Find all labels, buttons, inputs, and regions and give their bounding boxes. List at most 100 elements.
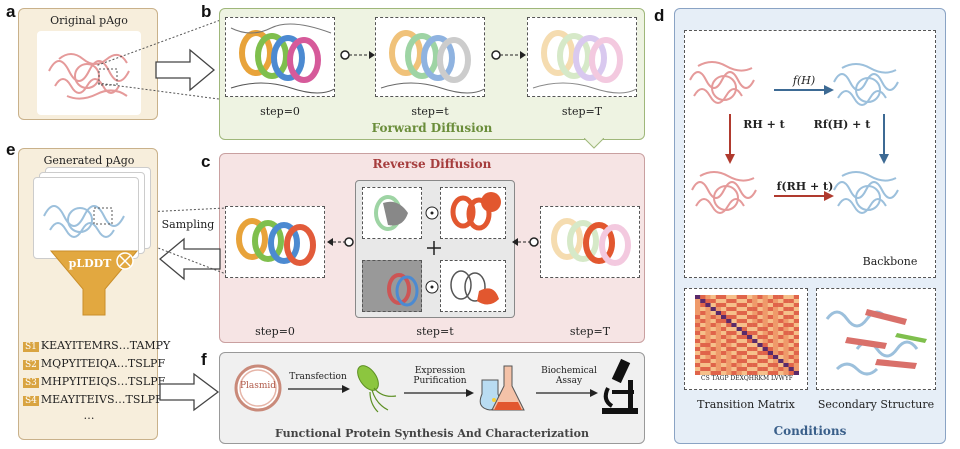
matrix-cell	[726, 303, 732, 308]
matrix-cell	[700, 335, 706, 340]
matrix-cell	[705, 355, 711, 360]
matrix-cell	[736, 347, 742, 352]
matrix-cell	[793, 355, 799, 360]
reverse-step0-thumb	[225, 206, 325, 278]
protein-blue-top-icon	[833, 63, 899, 106]
matrix-cell	[757, 351, 763, 356]
matrix-cell	[700, 331, 706, 336]
matrix-cell	[788, 351, 794, 356]
matrix-cell	[767, 339, 774, 344]
flask-icon	[479, 365, 525, 411]
matrix-cell	[705, 327, 711, 332]
matrix-cell	[773, 323, 779, 328]
reverse-mask-top-right	[440, 187, 506, 239]
matrix-cell	[695, 339, 701, 344]
eq-top: f(H)	[792, 74, 816, 87]
conditions-title: Conditions	[773, 424, 847, 438]
matrix-cell	[783, 323, 789, 328]
matrix-cell	[715, 319, 722, 324]
matrix-cell	[710, 367, 716, 372]
matrix-cell	[705, 311, 711, 316]
matrix-cell	[726, 331, 732, 336]
matrix-cell	[726, 335, 732, 340]
matrix-cell	[778, 351, 784, 356]
forward-step0-label: step=0	[260, 105, 300, 118]
matrix-cell	[695, 355, 701, 360]
panel-letter-f: f	[201, 350, 207, 369]
microscope-icon	[602, 358, 638, 414]
matrix-cell	[752, 371, 758, 375]
biochemical-label: Biochemical	[541, 366, 597, 376]
panel-letter-b: b	[201, 2, 212, 21]
matrix-cell	[695, 315, 701, 320]
matrix-cell	[721, 367, 727, 372]
matrix-cell	[773, 335, 779, 340]
matrix-cell	[793, 339, 799, 344]
matrix-cell	[778, 359, 784, 364]
matrix-cell	[695, 295, 701, 300]
matrix-cell	[778, 303, 784, 308]
matrix-cell	[773, 307, 779, 312]
matrix-cell	[793, 359, 799, 364]
matrix-cell	[773, 363, 779, 368]
matrix-cell	[747, 363, 753, 368]
matrix-cell	[762, 315, 768, 320]
matrix-cell	[705, 303, 711, 308]
matrix-cell	[783, 367, 789, 372]
matrix-cell	[788, 355, 794, 360]
matrix-cell	[695, 343, 701, 348]
matrix-cell	[721, 315, 727, 320]
matrix-cell	[731, 343, 737, 348]
matrix-cell	[757, 311, 763, 316]
sequence-text-1: KEAYITEMRS…TAMPY	[40, 339, 171, 352]
matrix-cell	[736, 299, 742, 304]
matrix-cell	[783, 327, 789, 332]
matrix-cell	[783, 319, 789, 324]
matrix-cell	[700, 371, 706, 375]
matrix-cell	[767, 319, 774, 324]
matrix-cell	[793, 327, 799, 332]
matrix-cell	[757, 339, 763, 344]
matrix-cell	[747, 331, 753, 336]
sampling-label: Sampling	[161, 218, 215, 231]
plasmid-icon	[234, 364, 282, 412]
matrix-cell	[731, 355, 737, 360]
matrix-cell	[767, 347, 774, 352]
matrix-cell	[741, 363, 748, 368]
matrix-cell	[773, 355, 779, 360]
matrix-cell	[747, 327, 753, 332]
matrix-cell	[773, 319, 779, 324]
matrix-cell	[705, 323, 711, 328]
panel-letter-e: e	[6, 140, 16, 159]
matrix-cell	[783, 339, 789, 344]
matrix-cell	[757, 355, 763, 360]
matrix-cell	[736, 295, 742, 300]
reverse-arrow-2	[512, 237, 539, 247]
matrix-cell	[731, 319, 737, 324]
matrix-cell	[721, 307, 727, 312]
matrix-cell	[695, 327, 701, 332]
matrix-cell	[752, 315, 758, 320]
matrix-cell	[767, 327, 774, 332]
matrix-cell	[741, 299, 748, 304]
matrix-cell	[705, 315, 711, 320]
generated-protein-icon	[43, 205, 125, 238]
matrix-cell	[715, 303, 722, 308]
matrix-cell	[773, 299, 779, 304]
sequence-text-3: MHPYITEIQS…TSLPF	[40, 375, 166, 388]
matrix-cell	[721, 327, 727, 332]
masked-gray-icon	[387, 273, 419, 307]
matrix-cell	[736, 315, 742, 320]
reverse-mask-top-left	[362, 187, 422, 239]
matrix-cell	[726, 323, 732, 328]
matrix-cell	[767, 307, 774, 312]
matrix-cell	[752, 319, 758, 324]
matrix-cell	[778, 363, 784, 368]
matrix-cell	[741, 307, 748, 312]
matrix-cell	[731, 351, 737, 356]
matrix-cell	[767, 303, 774, 308]
plddt-label: pLDDT	[68, 257, 112, 270]
